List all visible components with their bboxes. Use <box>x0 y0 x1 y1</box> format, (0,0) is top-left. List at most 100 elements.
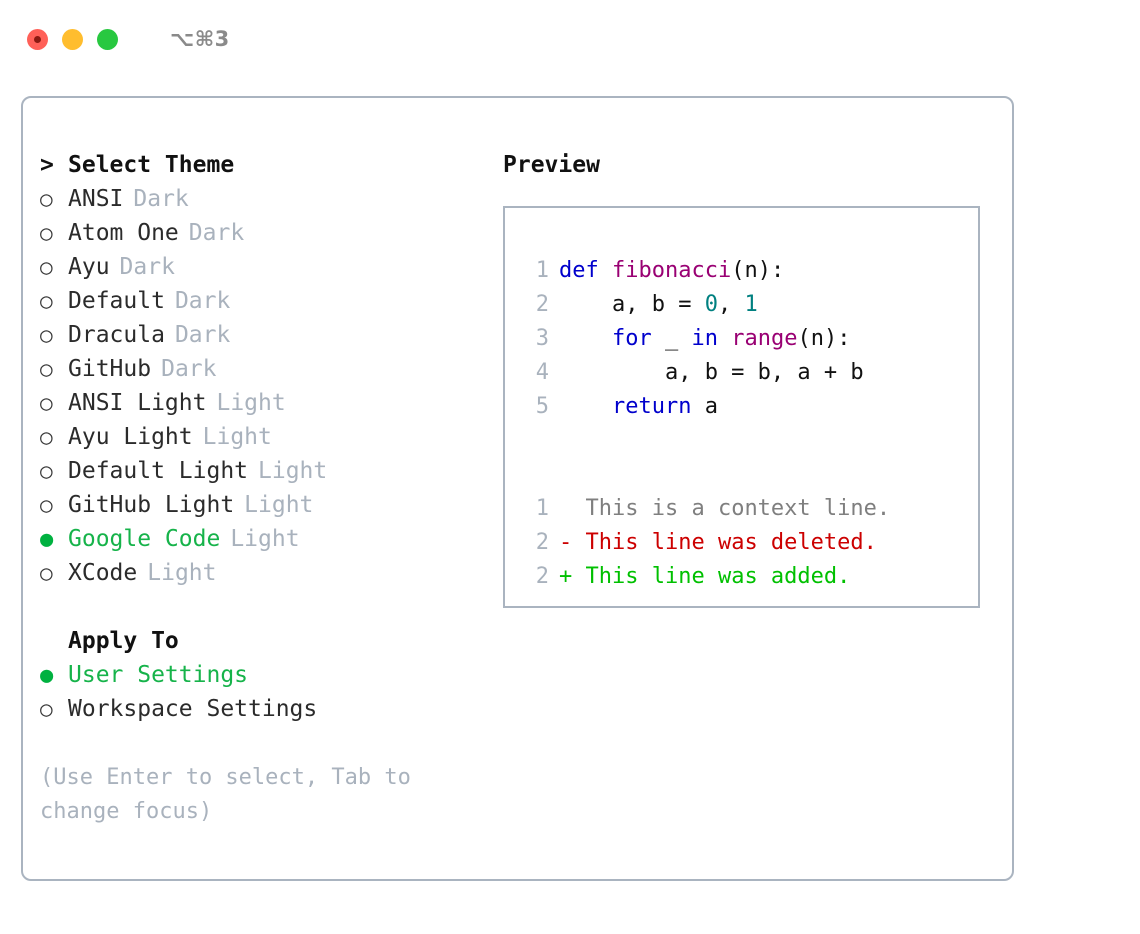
diff-marker: - <box>559 530 573 555</box>
code-blank-line <box>505 458 978 492</box>
theme-option-atom-one[interactable]: ○ Atom One Dark <box>40 216 480 250</box>
apply-to-option-user-settings[interactable]: ● User Settings <box>40 658 480 692</box>
minimize-window-button[interactable] <box>62 28 83 50</box>
radio-unselected-icon[interactable]: ○ <box>40 255 53 279</box>
apply-to-name: Workspace Settings <box>68 696 318 722</box>
code-token-punct: (n): <box>731 258 785 283</box>
radio-selected-icon[interactable]: ● <box>40 527 54 552</box>
line-number: 4 <box>535 360 549 385</box>
code-token-plain: a, b = b, a + b <box>559 360 864 385</box>
theme-variant: Light <box>258 458 328 484</box>
theme-option-dracula[interactable]: ○ Dracula Dark <box>40 318 480 352</box>
line-number: 5 <box>535 394 549 419</box>
theme-option-ayu-light[interactable]: ○ Ayu Light Light <box>40 420 480 454</box>
maximize-window-button[interactable] <box>97 28 118 50</box>
line-number: 1 <box>535 258 549 283</box>
code-token-number: 1 <box>744 292 758 317</box>
radio-unselected-icon[interactable]: ○ <box>40 459 53 483</box>
diff-marker <box>559 492 572 526</box>
code-token-keyword: for <box>559 326 652 351</box>
theme-name: ANSI Light <box>68 390 207 416</box>
theme-picker-panel: > Select Theme ○ ANSI Dark ○ Atom One Da… <box>40 148 480 726</box>
theme-name: Ayu Light <box>68 424 193 450</box>
diff-text-body: This is a context line. <box>585 496 891 521</box>
select-theme-label: Select Theme <box>68 152 235 178</box>
line-number: 2 <box>535 564 549 589</box>
theme-option-ayu[interactable]: ○ Ayu Dark <box>40 250 480 284</box>
diff-line-deleted: 2 - This line was deleted. <box>505 526 978 560</box>
line-number: 3 <box>535 326 549 351</box>
code-blank-line <box>505 424 978 458</box>
close-window-button[interactable] <box>27 28 48 50</box>
radio-unselected-icon[interactable]: ○ <box>40 425 53 449</box>
theme-option-google-code[interactable]: ● Google Code Light <box>40 522 480 556</box>
radio-unselected-icon[interactable]: ○ <box>40 357 53 381</box>
theme-name: ANSI <box>68 186 124 212</box>
diff-line-context: 1 This is a context line. <box>505 492 978 526</box>
window-title: ⌥⌘3 <box>170 27 230 51</box>
radio-unselected-icon[interactable]: ○ <box>40 561 53 585</box>
radio-unselected-icon[interactable]: ○ <box>40 493 53 517</box>
theme-variant: Dark <box>188 220 245 246</box>
code-token-number: 0 <box>704 292 718 317</box>
code-token-function: fibonacci <box>611 258 732 283</box>
code-token-keyword: def <box>559 258 612 283</box>
theme-variant: Dark <box>119 254 175 280</box>
apply-to-name: User Settings <box>68 662 249 688</box>
line-number: 1 <box>535 496 549 521</box>
theme-name: Google Code <box>68 526 221 552</box>
list-spacer <box>40 590 480 624</box>
radio-unselected-icon[interactable]: ○ <box>40 391 53 415</box>
radio-unselected-icon[interactable]: ○ <box>40 323 53 347</box>
theme-name: Default <box>68 288 165 314</box>
diff-text-body: This line was added. <box>585 564 851 589</box>
code-line: 4 a, b = b, a + b <box>505 356 978 390</box>
prompt-caret-icon: > <box>40 152 54 178</box>
theme-name: Ayu <box>68 254 110 280</box>
diff-marker: + <box>559 564 573 589</box>
radio-unselected-icon[interactable]: ○ <box>40 221 53 245</box>
code-token-keyword: in <box>691 326 732 351</box>
theme-variant: Light <box>244 492 314 518</box>
theme-name: Default Light <box>68 458 249 484</box>
theme-variant: Dark <box>174 322 231 348</box>
line-number: 2 <box>535 530 549 555</box>
theme-option-default-light[interactable]: ○ Default Light Light <box>40 454 480 488</box>
apply-to-label: Apply To <box>68 628 179 654</box>
radio-unselected-icon[interactable]: ○ <box>40 187 53 211</box>
theme-variant: Light <box>216 390 286 416</box>
code-line: 1 def fibonacci (n): <box>505 254 978 288</box>
code-token-plain: , <box>717 292 745 317</box>
diff-text <box>572 560 585 594</box>
diff-line-added: 2 + This line was added. <box>505 560 978 594</box>
theme-variant: Dark <box>161 356 217 382</box>
main-panel: > Select Theme ○ ANSI Dark ○ Atom One Da… <box>21 96 1014 881</box>
apply-to-heading: Apply To <box>40 624 480 658</box>
theme-name: GitHub <box>68 356 152 382</box>
theme-option-github[interactable]: ○ GitHub Dark <box>40 352 480 386</box>
radio-unselected-icon[interactable]: ○ <box>40 697 53 721</box>
radio-unselected-icon[interactable]: ○ <box>40 289 53 313</box>
theme-name: GitHub Light <box>68 492 235 518</box>
traffic-light-group <box>27 28 118 50</box>
theme-option-ansi-light[interactable]: ○ ANSI Light Light <box>40 386 480 420</box>
diff-text <box>572 492 585 526</box>
diff-text <box>572 526 585 560</box>
theme-variant: Light <box>230 526 300 552</box>
theme-name: XCode <box>68 560 138 586</box>
apply-to-option-workspace-settings[interactable]: ○ Workspace Settings <box>40 692 480 726</box>
theme-option-default[interactable]: ○ Default Dark <box>40 284 480 318</box>
title-bar: ⌥⌘3 <box>0 0 1140 78</box>
theme-variant: Dark <box>174 288 231 314</box>
code-token-plain: a <box>691 394 718 419</box>
theme-option-xcode[interactable]: ○ XCode Light <box>40 556 480 590</box>
preview-title: Preview <box>503 152 600 178</box>
radio-selected-icon[interactable]: ● <box>40 663 54 688</box>
theme-option-ansi[interactable]: ○ ANSI Dark <box>40 182 480 216</box>
code-token-keyword: return <box>559 394 692 419</box>
theme-variant: Dark <box>133 186 189 212</box>
line-number: 2 <box>535 292 549 317</box>
theme-option-github-light[interactable]: ○ GitHub Light Light <box>40 488 480 522</box>
code-token-plain: a, b = <box>559 292 705 317</box>
